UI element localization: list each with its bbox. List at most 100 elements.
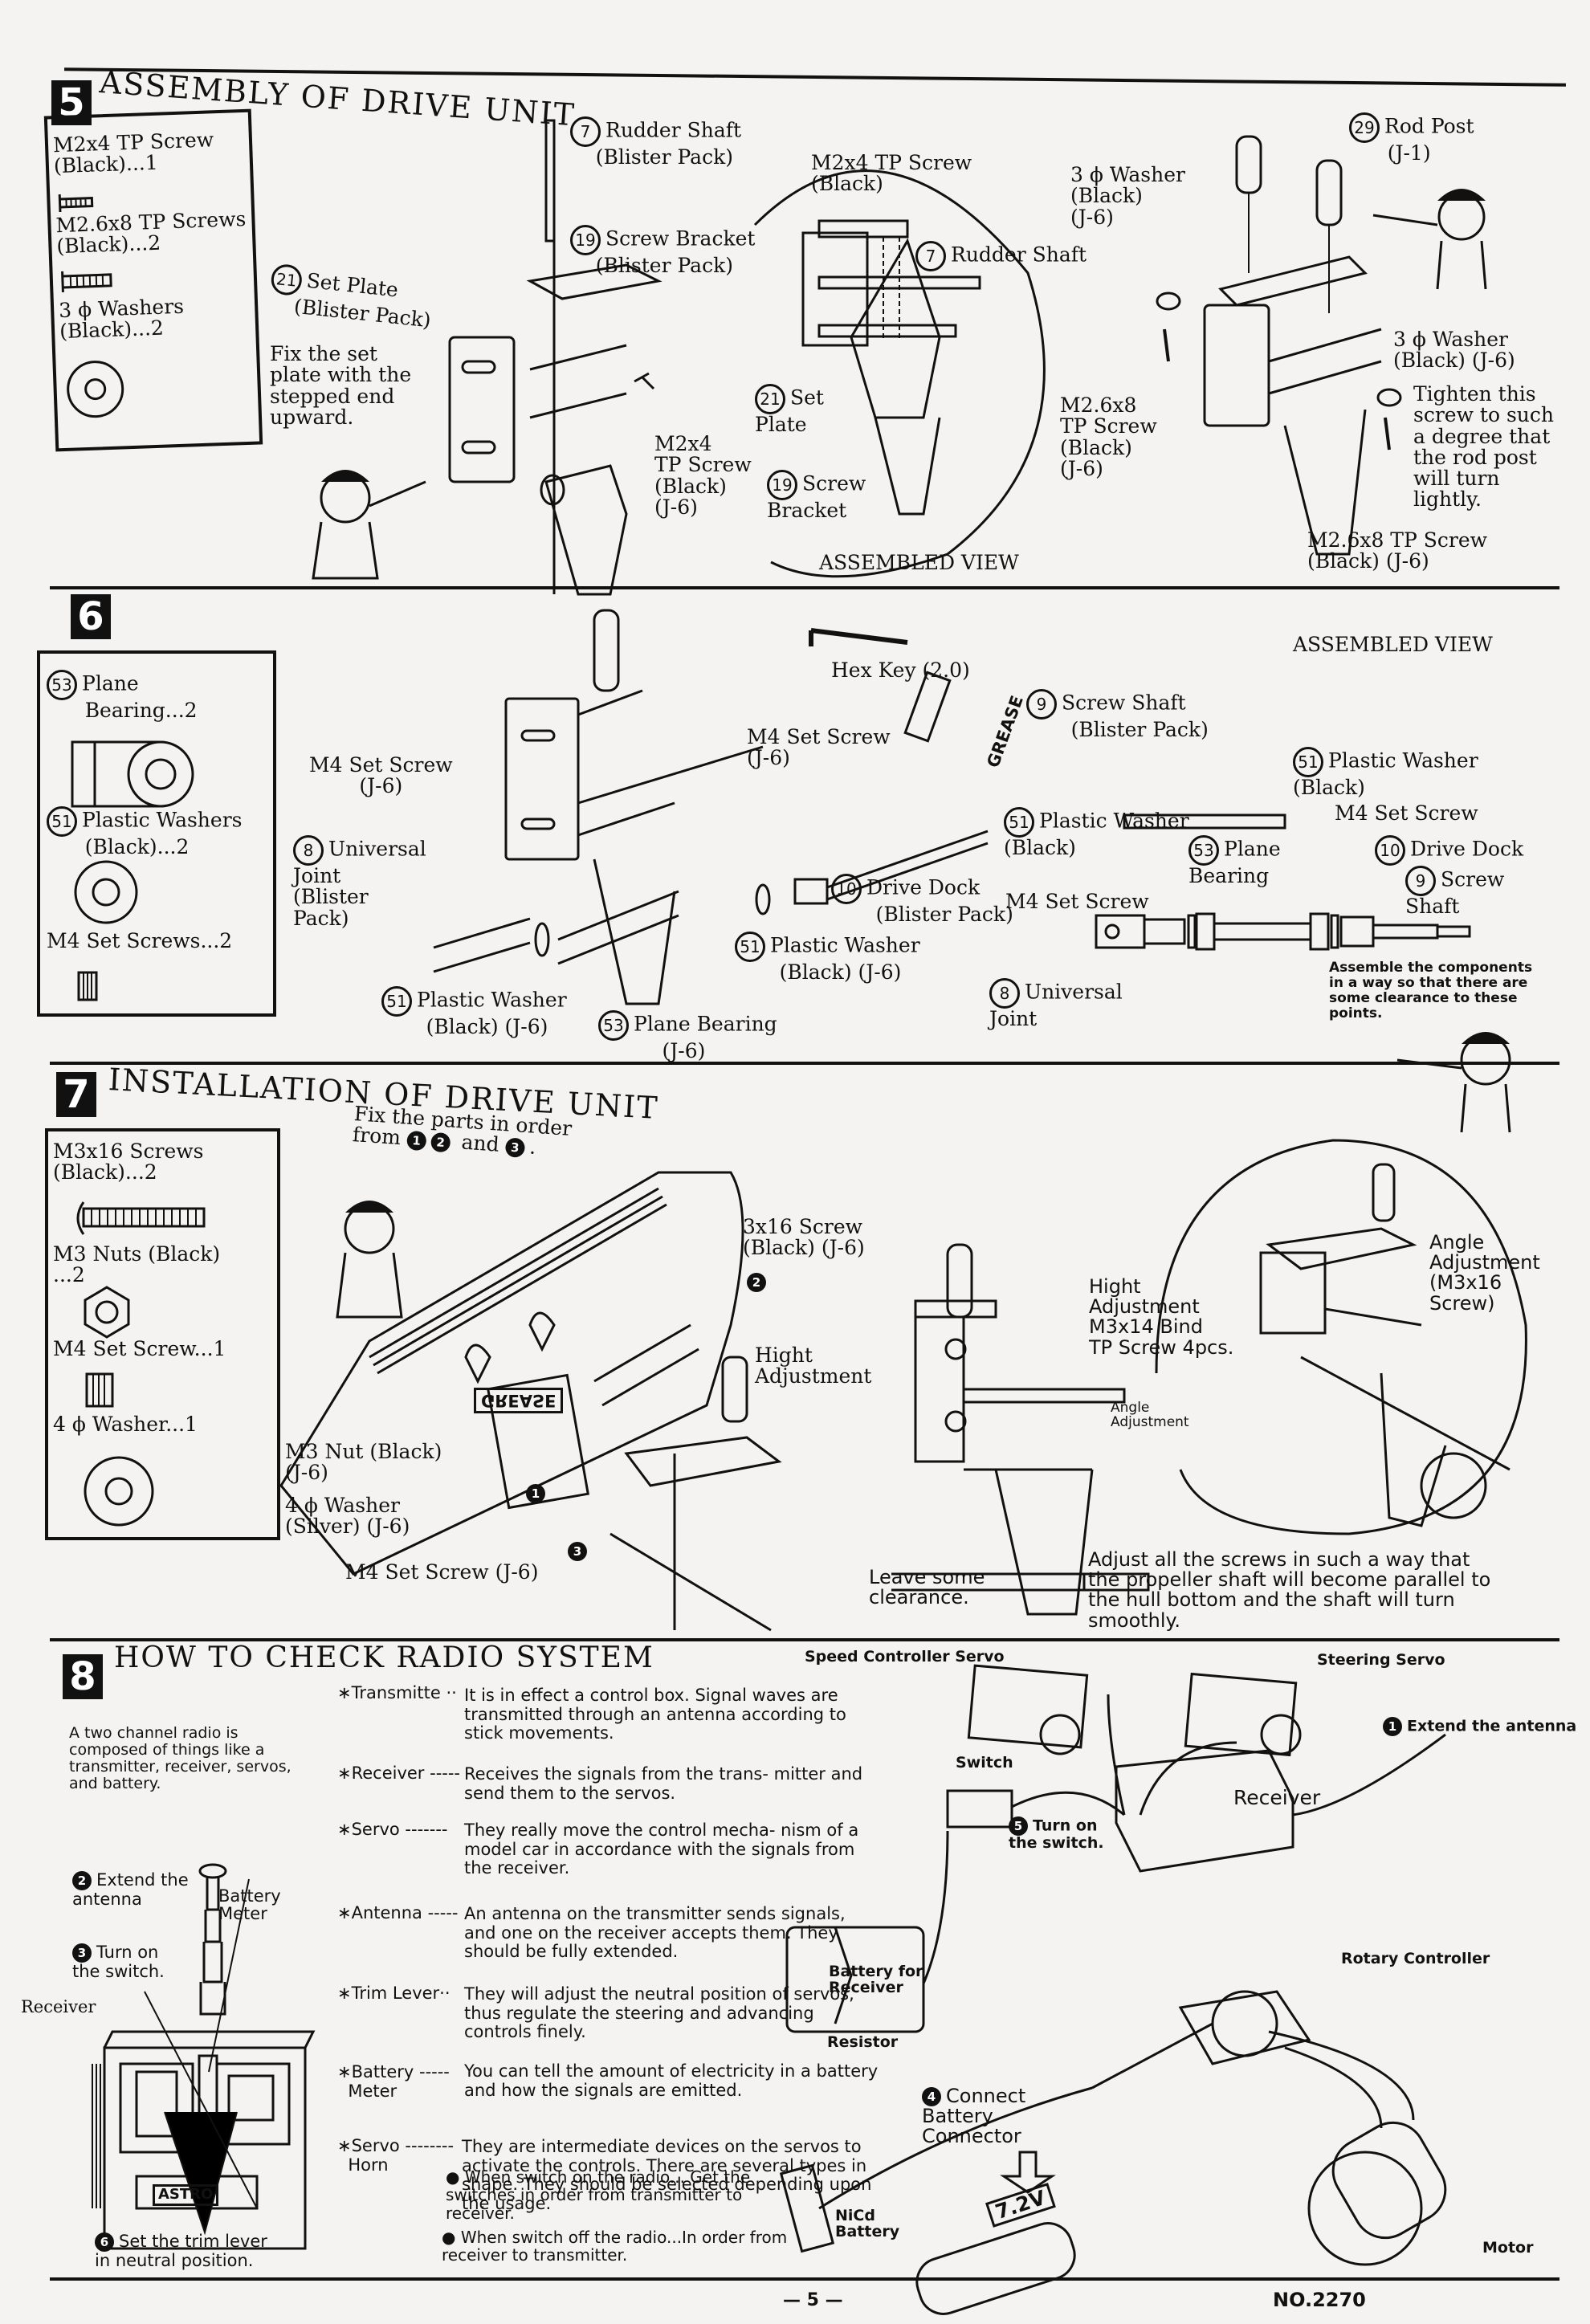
part-m4-set-screw: M4 Set Screw...1 (53, 1337, 226, 1360)
callout-m26-bottom: M2.6x8 TP Screw (Black) (J-6) (1307, 528, 1488, 573)
part-detail: (Black)...2 (53, 1160, 157, 1184)
callout-sub: (Black) (J-6) (426, 1015, 548, 1038)
s7-adjust-note: Adjust all the screws in such a way that… (1088, 1548, 1491, 1632)
callout-sub: (Blister Pack) (875, 903, 1013, 926)
tx-receiver-label: Receiver (21, 1997, 96, 2016)
callout-text: Plastic Washer (Black) (1293, 748, 1478, 799)
grease-tube-label-s7: GREASE (474, 1388, 564, 1414)
s7-angle-adjustment-small: Angle Adjustment (1111, 1400, 1189, 1430)
callout-text: Universal Joint (989, 980, 1123, 1030)
s6-assembled-label: ASSEMBLED VIEW (1293, 633, 1493, 656)
wiring-battery-receiver: Battery for Receiver (829, 1963, 923, 1996)
part-detail: (Black)...2 (84, 835, 190, 858)
part-m3x16: M3x16 Screws (Black)...2 (53, 1140, 203, 1184)
part-washer3: 3 ϕ Washers (Black)...2 (59, 295, 186, 344)
set-screw-icon (77, 971, 101, 1003)
part-m4-set-screws: M4 Set Screws...2 (47, 929, 233, 952)
drive-unit-side-drawing (891, 1237, 1172, 1622)
callout-sub: (J-6) (662, 1039, 706, 1062)
glossary-definition: It is in effect a control box. Signal wa… (464, 1686, 846, 1743)
assembled-view-circle-s5 (707, 128, 1084, 578)
s7-screw-3x16: 3x16 Screw (Black) (J-6) (743, 1215, 865, 1260)
wiring-speed-servo: Speed Controller Servo (805, 1648, 1005, 1666)
glossary-term: ∗Receiver ----- (337, 1763, 461, 1783)
part-number-badge: 51 (735, 932, 765, 962)
part-number-badge: 53 (598, 1010, 629, 1041)
glossary-term: ∗Transmitte ·· (337, 1683, 457, 1702)
s7-angle-adjustment-right: Angle Adjustment (M3x16 Screw) (1429, 1231, 1540, 1315)
part-number-badge: 9 (1405, 866, 1436, 896)
glossary-definition: An antenna on the transmitter sends sign… (464, 1904, 846, 1962)
wiring-nicd-battery: NiCd Battery (835, 2207, 900, 2240)
mascot-figure (1373, 1032, 1534, 1140)
part-name: Plane (82, 671, 139, 695)
part-number-badge: 7 (915, 241, 946, 271)
callout-text: Plastic Washer (417, 988, 567, 1012)
part-detail: Bearing...2 (84, 699, 198, 722)
part-m26x8: M2.6x8 TP Screws (Black)...2 (55, 207, 247, 259)
callout-bullet-2: 2 (747, 1273, 766, 1292)
callout-text: Screw Shaft (1062, 691, 1186, 715)
callout-washer-top: 3 ϕ Washer (Black) (J-6) (1070, 163, 1185, 229)
s6-hex-key: Hex Key (2.0) (831, 658, 970, 682)
callout-text: Plastic Washer (770, 933, 920, 957)
shaft-exploded-drawing (418, 594, 1028, 1012)
glossary-term: ∗Servo -------- Horn (337, 2136, 455, 2175)
callout-text: Turn on the switch. (1009, 1816, 1104, 1852)
callout-text: Extend the antenna (1407, 1717, 1577, 1735)
glossary-definition: Receives the signals from the trans- mit… (464, 1764, 863, 1803)
s7-m3-nut: M3 Nut (Black) (J-6) (285, 1440, 442, 1485)
part-number-badge: 29 (1349, 112, 1380, 143)
part-m3-nuts: M3 Nuts (Black) ...2 (53, 1243, 220, 1286)
glossary-definition: They will adjust the neutral position of… (464, 1984, 854, 2042)
assembled-view-label-s5: ASSEMBLED VIEW (819, 551, 1019, 574)
part-detail: (Black)...1 (53, 150, 159, 178)
fix-set-plate-note: Fix the set plate with the stepped end u… (270, 342, 412, 429)
s6-asm-m4-left: M4 Set Screw (1005, 890, 1149, 913)
m3x16-screw-icon (72, 1199, 217, 1239)
radio-intro: A two channel radio is composed of thing… (69, 1724, 292, 1792)
wiring-extend-antenna: 1 Extend the antenna (1383, 1717, 1576, 1736)
part-detail: (Black)...2 (55, 230, 161, 259)
glossary-definition: They really move the control mecha- nism… (464, 1820, 859, 1878)
page-number: — 5 — (783, 2290, 843, 2310)
part-number-badge: 53 (47, 670, 77, 700)
wiring-diagram (787, 1646, 1590, 2273)
part-number-badge: 51 (381, 986, 412, 1017)
callout-text: Connect Battery Connector (922, 2085, 1026, 2148)
step-bullet: 4 (922, 2087, 941, 2106)
mascot-figure (1373, 189, 1486, 289)
part-number-badge: 10 (1375, 835, 1405, 866)
wiring-rotary-controller: Rotary Controller (1341, 1950, 1490, 1967)
parts-box-s7: M3x16 Screws (Black)...2 M3 Nuts (Black)… (45, 1128, 280, 1540)
detail-circle-s7 (1140, 1116, 1542, 1566)
wiring-switch: Switch (956, 1754, 1013, 1772)
step-badge-6: 6 (71, 594, 111, 639)
step-badge-5: 5 (51, 80, 92, 125)
callout-text: Turn on the switch. (72, 1943, 165, 1981)
washer-icon (80, 1453, 161, 1533)
callout-text: Set Plate (755, 385, 824, 436)
glossary-definition: They are intermediate devices on the ser… (462, 2137, 872, 2213)
step-bullet: 1 (1383, 1717, 1402, 1736)
part-number-badge: 51 (47, 806, 77, 837)
section-6-top-rule (50, 586, 1559, 589)
screw-long-icon (57, 266, 138, 296)
callout-text: Drive Dock (1410, 837, 1524, 861)
tighten-note: Tighten this screw to such a degree that… (1413, 382, 1554, 512)
drive-unit-exploded-drawing (289, 112, 707, 594)
s6-m4-right: M4 Set Screw (J-6) (747, 725, 891, 770)
callout-text: Screw Bracket (605, 226, 756, 251)
plane-bearing-icon (72, 734, 217, 814)
callout-text: Rod Post (1384, 114, 1474, 138)
assembled-m2x4: M2x4 TP Screw (Black) (811, 151, 972, 196)
